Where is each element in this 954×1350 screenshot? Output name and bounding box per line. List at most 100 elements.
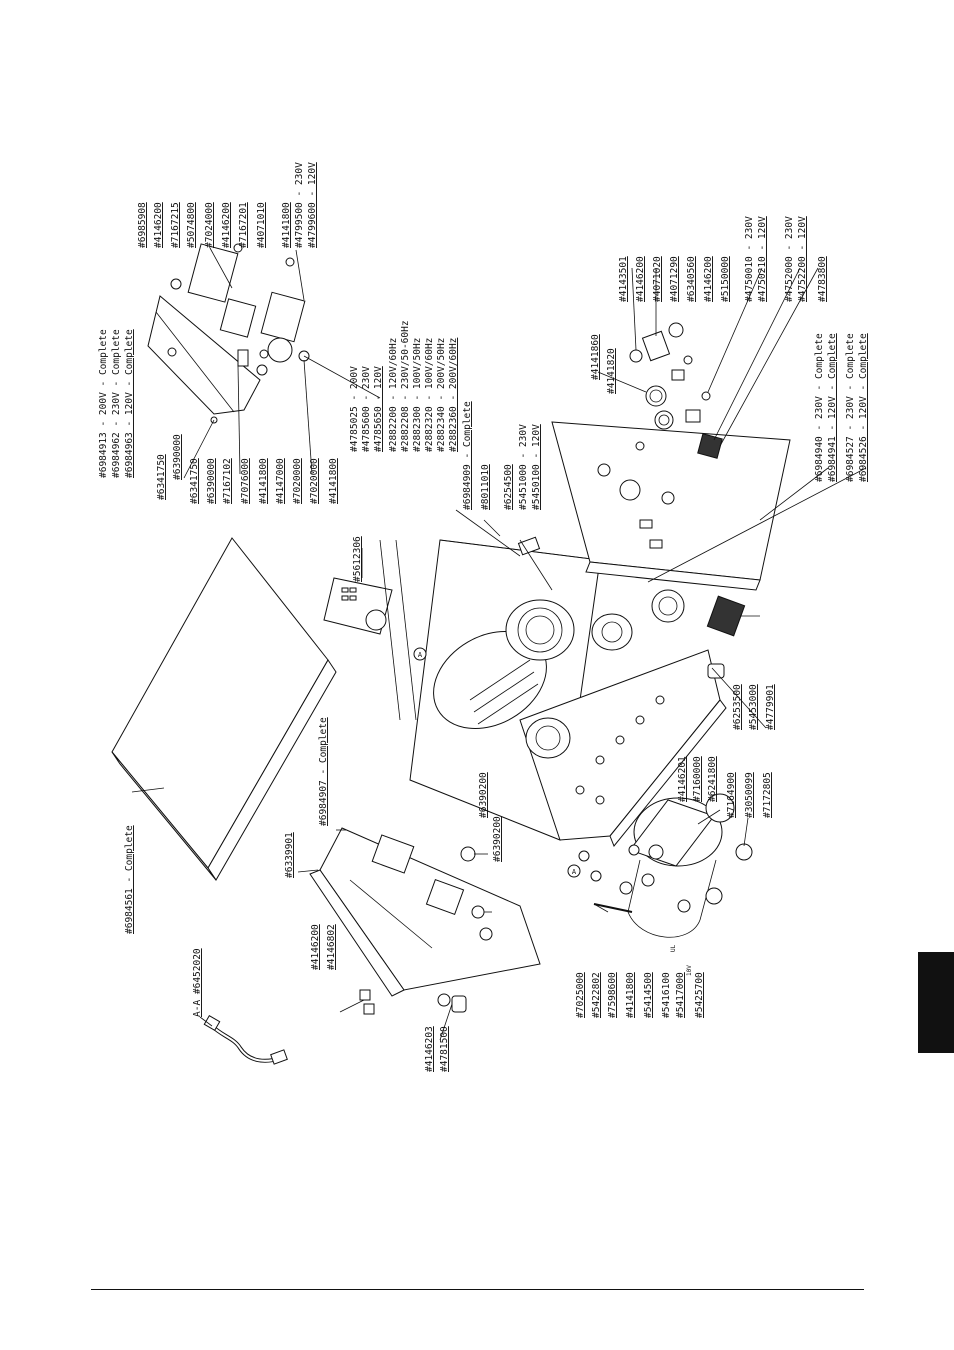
- part-number: #6984962 - 230V - Complete: [111, 329, 122, 478]
- part-number: #6984527 - 230V - Complete: [845, 333, 856, 482]
- part-number: #5425700: [694, 972, 705, 1018]
- part-number: #6985908: [137, 202, 148, 248]
- left-bracket-assembly: [309, 827, 541, 1015]
- part-number: #6339901: [284, 832, 295, 878]
- air-tank: [578, 793, 753, 938]
- part-number: #7020000: [309, 458, 320, 504]
- part-number: #7164900: [726, 772, 737, 818]
- part-number: #7167215: [170, 202, 181, 248]
- part-number: #7020000: [292, 458, 303, 504]
- part-number: #3050099: [744, 772, 755, 818]
- part-number: #4071020: [652, 256, 663, 302]
- pressure-switch-assembly: [147, 243, 310, 424]
- front-panel: [551, 421, 791, 591]
- part-number: #2882208 - 230V/50-60Hz: [400, 320, 411, 452]
- part-number: #4785650 - 120V: [373, 366, 384, 452]
- hose-label: A-A #6452020: [192, 948, 203, 1017]
- section-label: A: [418, 651, 423, 659]
- part-number: #4146200: [310, 924, 321, 970]
- part-number: #4141800: [328, 458, 339, 504]
- leader-lines: [131, 247, 867, 1041]
- part-number: #4750010 - 230V: [744, 216, 755, 302]
- part-number: #7598600: [607, 972, 618, 1018]
- part-number: #6390000: [172, 434, 183, 480]
- part-number: #6984940 - 230V - Complete: [814, 333, 825, 482]
- part-number: #5451000 - 230V: [518, 424, 529, 510]
- part-number: #7160000: [692, 756, 703, 802]
- part-number: #2882200 - 120V/60Hz: [388, 338, 399, 452]
- part-number: #4141860: [590, 334, 601, 380]
- part-number: #4146200: [635, 256, 646, 302]
- part-number: #7076000: [240, 458, 251, 504]
- part-number: #4785025 - 200V: [349, 366, 360, 452]
- part-number: #4785600 - 230V: [361, 366, 372, 452]
- part-number: #6984909 - Complete: [462, 401, 473, 510]
- part-number: #4752000 - 230V: [784, 216, 795, 302]
- part-number: #5074800: [186, 202, 197, 248]
- part-number: #7024000: [204, 202, 215, 248]
- part-number: #6390000: [206, 458, 217, 504]
- part-number: #4141800: [258, 458, 269, 504]
- part-number: #6984913 - 200V - Complete: [98, 329, 109, 478]
- part-number: #6984526 - 120V - Complete: [858, 333, 869, 482]
- part-number: #5612306: [352, 536, 363, 582]
- part-number: #7167201: [238, 202, 249, 248]
- part-number: #4141800: [281, 202, 292, 248]
- part-number: #7025000: [575, 972, 586, 1018]
- part-number: #6241800: [707, 756, 718, 802]
- part-number: #2882320 - 100V/60Hz: [424, 338, 435, 452]
- section-marker-a-1: A: [413, 647, 427, 661]
- hose-assembly: [203, 1014, 288, 1065]
- part-number: #4141820: [606, 348, 617, 394]
- part-number: #4146200: [703, 256, 714, 302]
- part-number: #5450100 - 120V: [531, 424, 542, 510]
- part-number: #6984941 - 120V - Complete: [827, 333, 838, 482]
- part-number: #4143501: [618, 256, 629, 302]
- cover-label: #6984561 - Complete: [124, 825, 135, 934]
- gauge-and-valve-parts: [629, 322, 723, 459]
- part-number: #8011010: [480, 464, 491, 510]
- part-number: #6253500: [732, 684, 743, 730]
- part-number: #6984963 - 120V - Complete: [124, 329, 135, 478]
- part-number: #4750210 - 120V: [757, 216, 768, 302]
- part-number: #4799500 - 230V: [294, 162, 305, 248]
- section-label: A: [572, 868, 577, 876]
- section-marker-a-2: A: [567, 864, 581, 878]
- part-number: #7172805: [762, 772, 773, 818]
- part-number: #4071290: [669, 256, 680, 302]
- part-number: #2882360 - 200V/60Hz: [448, 338, 459, 452]
- section-tab: [918, 952, 954, 1053]
- part-number: #5416100: [661, 972, 672, 1018]
- part-number: #6254500: [503, 464, 514, 510]
- part-number: #4146203: [424, 1026, 435, 1072]
- part-number: #5453000: [748, 684, 759, 730]
- part-number: #2882340 - 200V/50Hz: [436, 338, 447, 452]
- part-labels: #6984561 - Complete A-A #6452020 #414620…: [98, 162, 869, 1072]
- part-number: #4752200 - 120V: [797, 216, 808, 302]
- part-number: #4146802: [326, 924, 337, 970]
- part-note: UL: [670, 944, 677, 952]
- footer-rule: [91, 1289, 864, 1290]
- control-box: [323, 577, 393, 635]
- part-number: #4779901: [765, 684, 776, 730]
- part-number: #7167102: [222, 458, 233, 504]
- part-number: #4146200: [221, 202, 232, 248]
- part-number: #6984907 - Complete: [318, 717, 329, 826]
- part-note: 10V: [686, 965, 693, 976]
- part-number: #2882300 - 100V/50Hz: [412, 338, 423, 452]
- part-number: #5414500: [643, 972, 654, 1018]
- part-number: #4799600 - 120V: [307, 162, 318, 248]
- fan-and-capacitor: [651, 589, 746, 679]
- part-number: #5150000: [720, 256, 731, 302]
- part-number: #5417000: [675, 972, 686, 1018]
- part-number: #5422802: [591, 972, 602, 1018]
- part-number: #6390200: [492, 816, 503, 862]
- part-number: #6340560: [686, 256, 697, 302]
- part-number: #6341750: [156, 454, 167, 500]
- part-number: #6390200: [478, 772, 489, 818]
- part-number: #6341750: [189, 458, 200, 504]
- part-number: #4783800: [817, 256, 828, 302]
- part-number: #4071010: [256, 202, 267, 248]
- part-number: #4146201: [677, 756, 688, 802]
